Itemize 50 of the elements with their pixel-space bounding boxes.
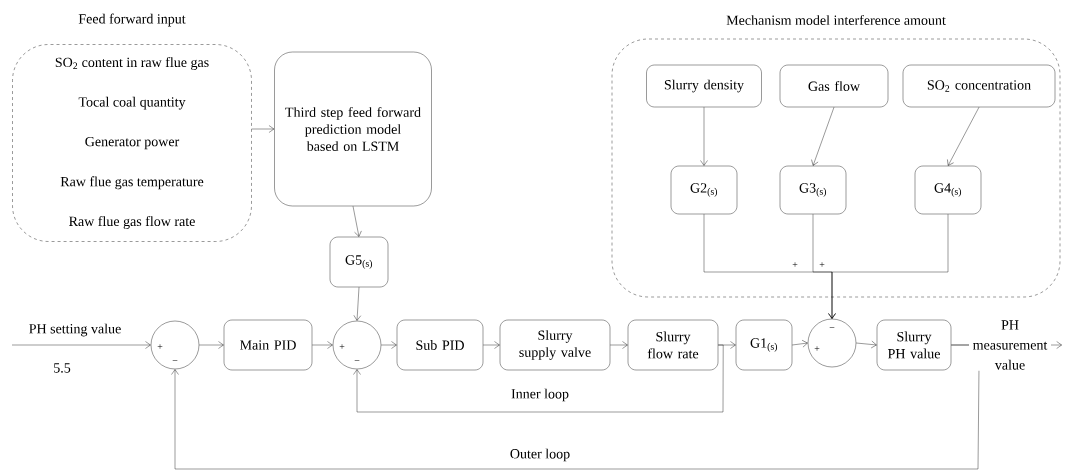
arrow	[483, 341, 500, 349]
process-box: G4$_{(s)}$	[914, 165, 982, 215]
summing-junction-circle	[807, 318, 857, 368]
sign-label: +	[819, 262, 825, 267]
sign-label: +	[157, 344, 163, 349]
edge-label: PH measurement value	[969, 319, 1051, 371]
summing-junction-circle	[332, 320, 382, 370]
arrow	[792, 340, 808, 348]
sign-label: +	[339, 344, 345, 349]
node-label: Mechanism model interference amount	[726, 15, 946, 25]
arrow	[610, 341, 628, 349]
loop-arrow	[171, 344, 980, 470]
arrow	[11, 341, 151, 349]
sign-label: −	[829, 327, 835, 328]
arrow	[828, 214, 949, 319]
arrow	[352, 206, 362, 237]
arrow	[199, 341, 224, 349]
process-box: Slurry density	[646, 64, 762, 108]
arrow	[856, 340, 877, 349]
process-box: Slurry PH value	[876, 319, 952, 371]
arrow	[811, 107, 835, 166]
process-box: Sub PID	[396, 319, 484, 371]
value-label: 5.5	[54, 363, 71, 373]
arrow	[312, 341, 333, 349]
process-box: G1$_{(s)}$	[735, 319, 793, 371]
edge-label: PH setting value	[27, 322, 123, 338]
arrow	[251, 125, 275, 133]
process-box: G2$_{(s)}$	[670, 165, 738, 215]
arrow	[381, 341, 397, 349]
process-box: Slurry supply valve	[499, 319, 611, 371]
process-box: Third step feed forward prediction model based on LSTM	[274, 51, 432, 207]
process-box: G3$_{(s)}$	[779, 165, 847, 215]
process-box: Slurry flow rate	[627, 319, 719, 371]
sign-label: +	[792, 262, 798, 267]
dashed-group-box: Feed forward input SO$_{2}$ content in raw flue gas Tocal coal quantity Generator power Raw flue gas temperature Raw flue gas flow rate	[12, 13, 252, 242]
sign-label: +	[814, 346, 820, 351]
node-label: Feed forward input	[78, 13, 186, 27]
process-box: Main PID	[223, 319, 313, 371]
sign-label: −	[172, 360, 178, 361]
process-box: G5$_{(s)}$	[329, 236, 389, 288]
edge-label: Inner loop	[510, 387, 570, 403]
arrow	[700, 107, 708, 166]
arrow	[353, 287, 361, 321]
process-box: SO$_{2}$ concentration	[902, 64, 1056, 108]
loop-arrow	[353, 344, 724, 413]
edge-label: Outer loop	[508, 447, 572, 463]
sign-label: −	[354, 360, 360, 361]
summing-junction-circle	[150, 320, 200, 370]
process-box: Gas flow	[779, 64, 889, 108]
arrow	[947, 107, 980, 166]
